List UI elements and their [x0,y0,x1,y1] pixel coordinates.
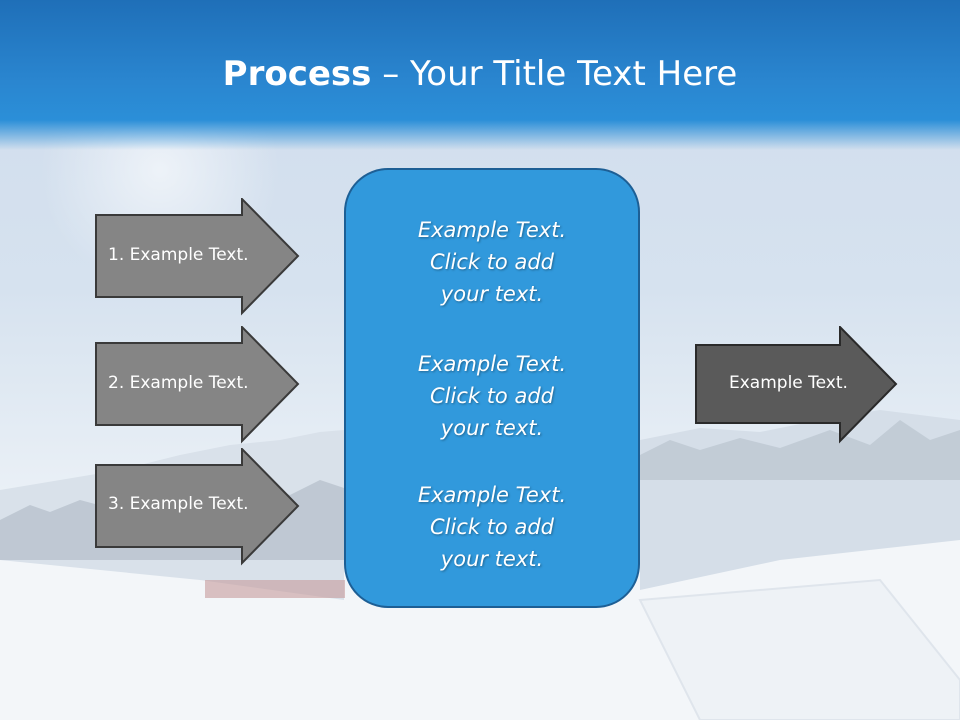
snow-ramp [638,578,960,720]
title-bar [0,0,960,150]
center-text-panel[interactable]: Example Text. Click to add your text. Ex… [344,168,640,608]
left-arrow-1-label: 1. Example Text. [108,245,249,265]
title-separator: – [371,54,411,94]
ski-lift-structure [205,580,345,598]
left-arrow-3[interactable] [94,448,300,568]
panel-line: Example Text. [417,483,567,507]
title-bold: Process [222,54,372,94]
left-arrow-1[interactable] [94,198,300,318]
left-arrow-2-label: 2. Example Text. [108,373,249,393]
left-arrow-3-label: 3. Example Text. [108,494,249,514]
panel-text-block-2: Example Text. Click to add your text. [346,348,638,444]
panel-line: your text. [440,547,544,571]
slide-title[interactable]: Process – Your Title Text Here [0,52,960,96]
panel-line: your text. [440,416,544,440]
right-arrow[interactable] [694,326,900,446]
panel-line: Example Text. [417,352,567,376]
panel-line: Click to add [429,384,554,408]
panel-text-block-1: Example Text. Click to add your text. [346,214,638,310]
panel-text-block-3: Example Text. Click to add your text. [346,479,638,575]
panel-line: Example Text. [417,218,567,242]
right-arrow-label: Example Text. [729,373,848,393]
left-arrow-2[interactable] [94,326,300,446]
panel-line: your text. [440,282,544,306]
title-text: Your Title Text Here [410,54,738,94]
tree-line-right [640,420,960,480]
panel-line: Click to add [429,250,554,274]
panel-line: Click to add [429,515,554,539]
